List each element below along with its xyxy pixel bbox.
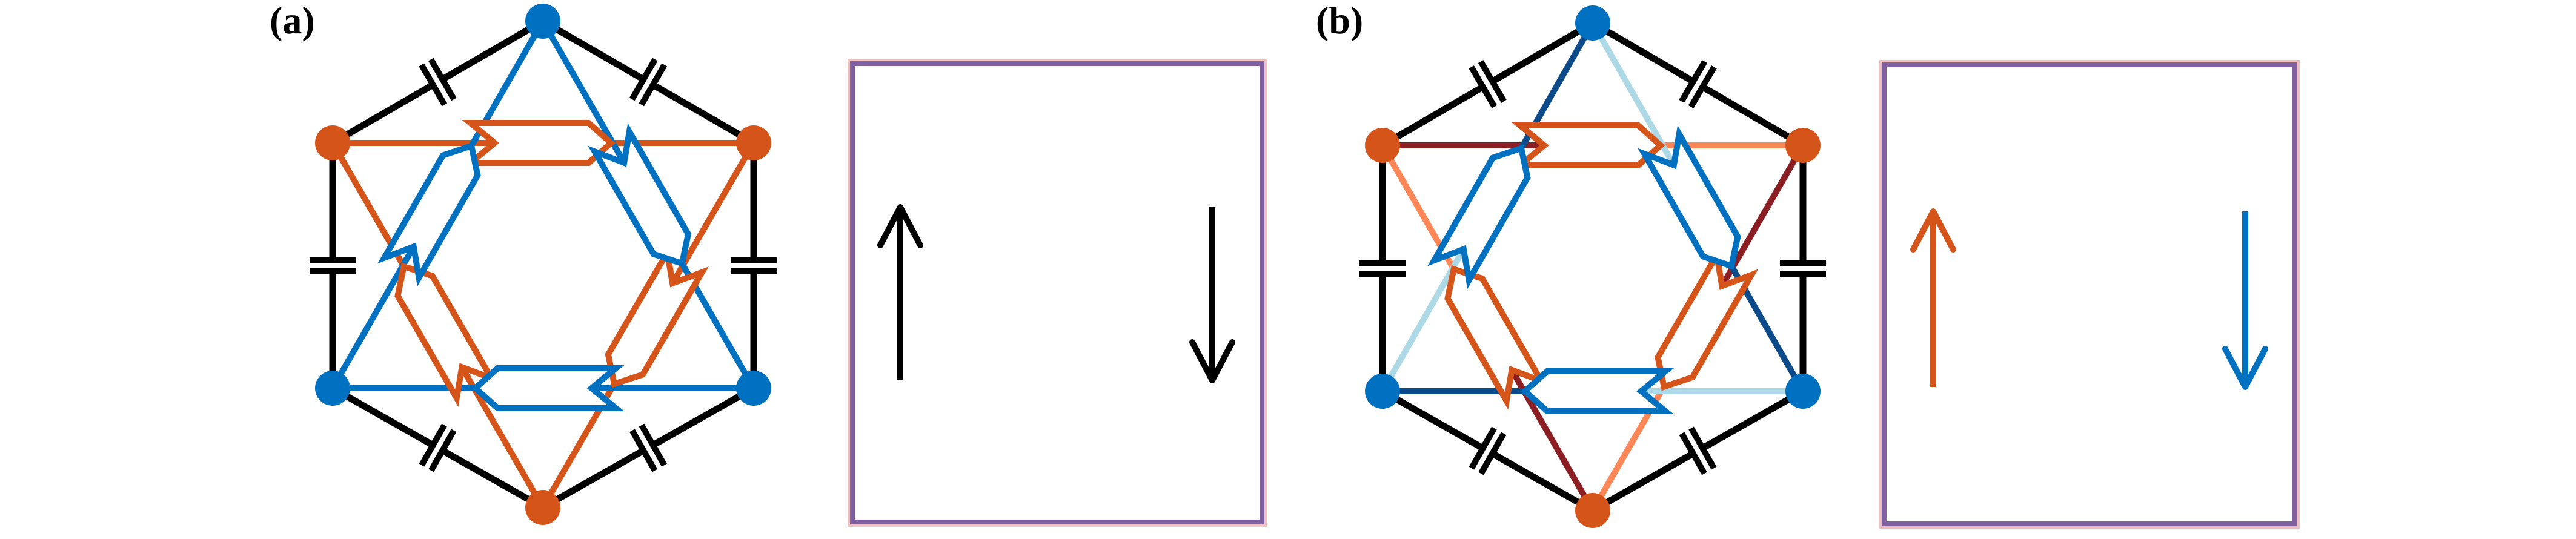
arrow-outline xyxy=(605,243,709,388)
arrow-head xyxy=(1910,208,1956,253)
capacitor-plate xyxy=(639,423,667,467)
chiral-coupling-arrow xyxy=(1512,122,1665,168)
arrow-head xyxy=(1189,339,1235,383)
edge-mode-box-b xyxy=(1879,60,2300,529)
capacitor-plate xyxy=(419,423,447,467)
capacitor-plate xyxy=(1688,65,1717,108)
capacitor-plate xyxy=(428,429,457,472)
capacitor-plate xyxy=(1679,60,1708,103)
arrow-outline xyxy=(1520,368,1674,414)
capacitor-plate xyxy=(1688,426,1717,470)
capacitor-plate xyxy=(1478,60,1507,103)
wire xyxy=(1381,388,1485,451)
chiral-coupling-arrow xyxy=(605,243,709,388)
wire xyxy=(1591,451,1695,514)
arrow-outline xyxy=(462,120,616,166)
arrow-outline xyxy=(1512,122,1665,168)
wire xyxy=(331,385,435,448)
lattice-node-upper-left xyxy=(315,125,350,160)
wire xyxy=(1490,451,1595,514)
chiral-coupling-arrow xyxy=(588,122,692,268)
chiral-coupling-arrow xyxy=(470,365,625,411)
capacitor-plate xyxy=(419,63,448,107)
capacitor-plate xyxy=(1469,426,1497,470)
arrow-outline xyxy=(470,365,625,411)
lattice-node-upper-right xyxy=(1785,128,1821,163)
lattice-node-lower-right xyxy=(1785,374,1821,409)
panel-label-b: (b) xyxy=(1316,0,1363,42)
lattice-node-bottom xyxy=(1575,493,1610,528)
capacitor-edge xyxy=(1591,388,1805,514)
capacitor-edge xyxy=(331,385,545,511)
capacitor-plate xyxy=(1679,432,1707,475)
chiral-coupling-arrow xyxy=(377,142,481,287)
capacitor-edge xyxy=(310,143,356,388)
wire xyxy=(440,448,545,511)
edge-mode-arrow-down xyxy=(2222,211,2268,390)
chiral-coupling-arrow xyxy=(1444,265,1549,410)
wire xyxy=(1490,20,1595,85)
lattice-node-lower-left xyxy=(1365,374,1400,409)
edge-mode-arrow-down xyxy=(1189,207,1235,383)
panel-label-a: (a) xyxy=(270,0,315,42)
capacitor-edge xyxy=(1780,145,1826,391)
chiral-coupling-arrow xyxy=(394,262,499,407)
arrow-outline xyxy=(394,262,499,407)
chiral-coupling-arrow xyxy=(1520,368,1674,414)
chiral-coupling-arrow xyxy=(1655,246,1759,391)
edge-mode-arrow-up xyxy=(877,204,923,380)
capacitor-edge xyxy=(1381,388,1595,514)
edge-mode-arrow-up xyxy=(1910,208,1956,387)
capacitor-edge xyxy=(541,18,755,146)
lattice-node-upper-left xyxy=(1365,128,1400,163)
chiral-coupling-arrow xyxy=(1638,125,1741,270)
wire xyxy=(1701,84,1805,148)
panel-a: (a) xyxy=(270,0,1267,527)
lattice-node-bottom xyxy=(525,490,560,525)
arrow-outline xyxy=(1638,125,1741,270)
capacitor-plate xyxy=(629,58,658,101)
chiral-coupling-arrow xyxy=(1427,144,1531,289)
capacitor-plate xyxy=(629,429,658,472)
arrow-outline xyxy=(1444,265,1549,410)
capacitor-edge xyxy=(541,385,755,511)
lattice-node-top xyxy=(1575,5,1610,41)
capacitor-edge xyxy=(331,18,545,146)
wire xyxy=(440,18,545,82)
capacitor-edge xyxy=(731,143,777,388)
arrow-outline xyxy=(588,122,692,268)
capacitor-plate xyxy=(639,63,668,107)
kagome-lattice-a xyxy=(310,4,777,525)
capacitor-edge xyxy=(1591,20,1805,148)
wire xyxy=(1381,84,1485,148)
arrow-outline xyxy=(1655,246,1759,391)
capacitor-edge xyxy=(1381,20,1595,148)
wire xyxy=(1591,20,1695,85)
wire xyxy=(651,385,755,448)
chiral-coupling-arrow xyxy=(462,120,616,166)
lattice-node-lower-left xyxy=(315,371,350,406)
arrow-outline xyxy=(377,142,481,287)
arrow-head xyxy=(877,204,923,248)
wire xyxy=(331,82,435,146)
lattice-node-lower-right xyxy=(736,371,771,406)
capacitor-plate xyxy=(1478,432,1507,475)
lattice-node-top xyxy=(525,4,560,39)
wire xyxy=(541,18,645,82)
capacitor-plate xyxy=(1469,65,1498,108)
capacitor-plate xyxy=(428,58,457,101)
capacitor-edge xyxy=(1359,145,1406,391)
wire xyxy=(541,448,645,511)
boundary-box xyxy=(1882,62,2297,526)
panel-b: (b) xyxy=(1316,0,2300,529)
arrow-head xyxy=(2222,346,2268,390)
wire xyxy=(1701,388,1805,451)
wire xyxy=(651,82,755,146)
arrow-outline xyxy=(1427,144,1531,289)
kagome-lattice-b xyxy=(1359,5,1826,528)
boundary-box xyxy=(850,61,1264,524)
lattice-node-upper-right xyxy=(736,125,771,160)
edge-mode-box-a xyxy=(848,59,1267,527)
